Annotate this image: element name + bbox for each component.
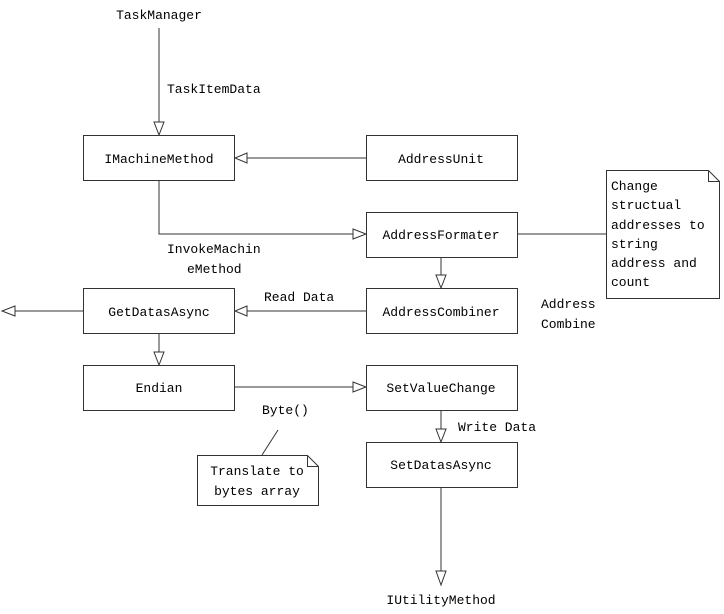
label-read-data: Read Data — [264, 290, 334, 305]
node-address-combiner[interactable]: AddressCombiner — [366, 288, 518, 334]
note-line: Change — [611, 179, 658, 194]
node-set-value-change[interactable]: SetValueChange — [366, 365, 518, 411]
node-label: IMachineMethod — [104, 152, 213, 167]
note-byte: Translate to bytes array — [197, 455, 319, 506]
edge-setvalue-setdatas — [435, 410, 447, 444]
node-task-manager: TaskManager — [116, 8, 202, 23]
node-label: AddressUnit — [398, 152, 484, 167]
note-line: string — [611, 237, 658, 252]
edge-note-byte — [261, 429, 279, 456]
note-line: structual — [611, 198, 681, 213]
label-address-combine-2: Combine — [541, 317, 596, 332]
edge-getdatas-endian — [153, 333, 165, 367]
edge-setdatas-iutility — [435, 487, 447, 587]
node-label: GetDatasAsync — [108, 305, 209, 320]
node-label: AddressCombiner — [382, 305, 499, 320]
node-set-datas-async[interactable]: SetDatasAsync — [366, 442, 518, 488]
node-address-formater[interactable]: AddressFormater — [366, 212, 518, 258]
edge-taskmanager-imachine — [153, 28, 165, 137]
label-invoke-line1: InvokeMachin — [167, 242, 261, 257]
edge-addressunit-imachine — [233, 152, 366, 164]
edge-getdatas-out — [0, 305, 83, 317]
label-task-item-data: TaskItemData — [167, 82, 261, 97]
note-line: address and — [611, 256, 697, 271]
edge-endian-setvalue — [234, 381, 368, 393]
node-address-unit[interactable]: AddressUnit — [366, 135, 518, 181]
note-line: Translate to — [210, 464, 304, 479]
note-line: count — [611, 275, 650, 290]
edge-imachine-formater — [158, 180, 368, 240]
node-get-datas-async[interactable]: GetDatasAsync — [83, 288, 235, 334]
edge-formater-combiner — [435, 257, 447, 290]
node-iutility-method: IUtilityMethod — [386, 593, 495, 608]
node-label: Endian — [136, 381, 183, 396]
note-formater: Change structual addresses to string add… — [606, 170, 720, 299]
node-label: AddressFormater — [382, 228, 499, 243]
label-byte: Byte() — [262, 403, 309, 418]
node-endian[interactable]: Endian — [83, 365, 235, 411]
note-line: addresses to — [611, 218, 705, 233]
node-label: SetValueChange — [386, 381, 495, 396]
label-write-data: Write Data — [458, 420, 536, 435]
note-line: bytes array — [214, 484, 300, 499]
label-address-combine-1: Address — [541, 297, 596, 312]
label-invoke-line2: eMethod — [187, 262, 242, 277]
node-imachine-method[interactable]: IMachineMethod — [83, 135, 235, 181]
edge-combiner-getdatas — [233, 305, 366, 317]
node-label: SetDatasAsync — [390, 458, 491, 473]
